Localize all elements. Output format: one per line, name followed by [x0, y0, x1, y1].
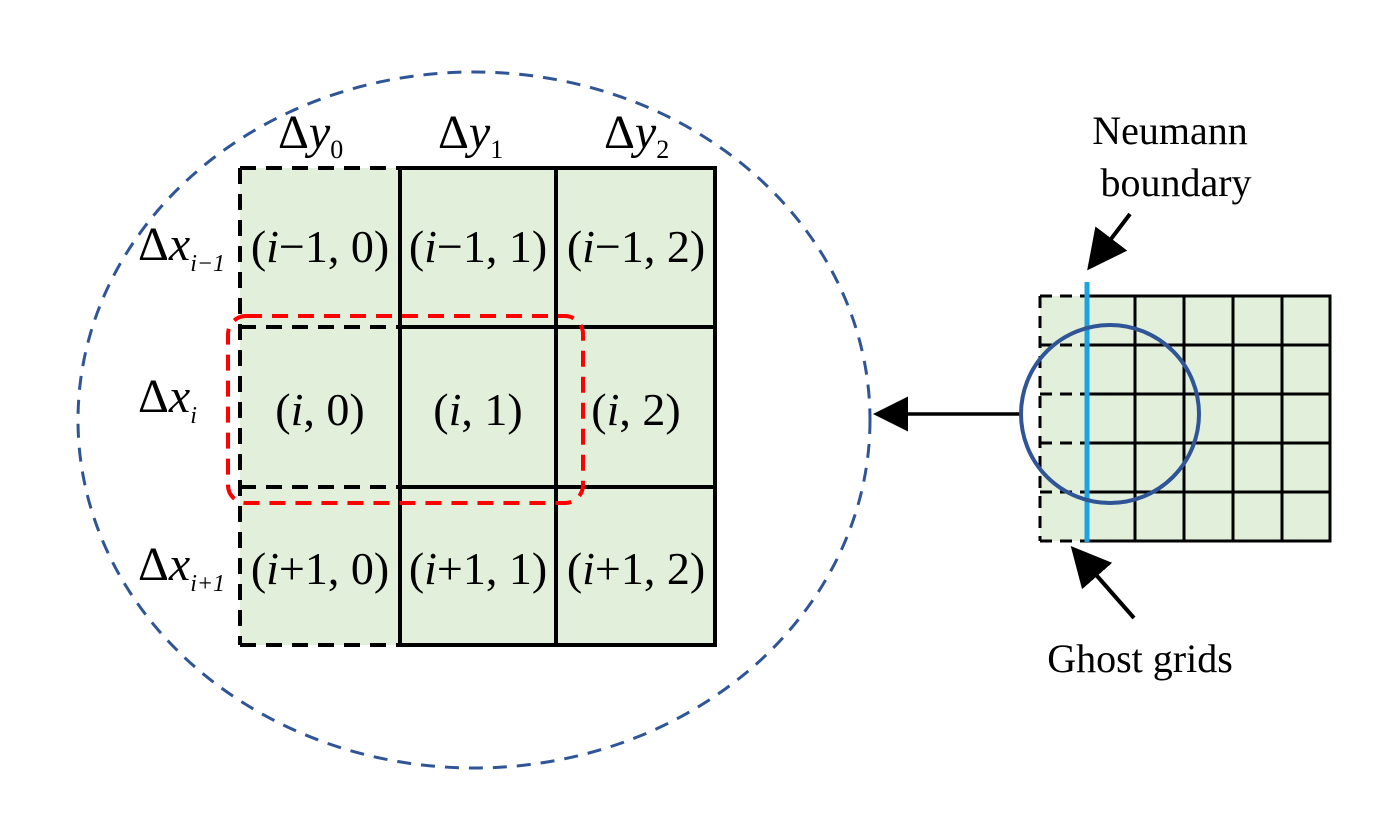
zoom-grid [238, 166, 717, 647]
column-header-dy0: Δy0 [278, 106, 343, 164]
cell-label-r0-c1: (i−1, 1) [409, 221, 547, 272]
cell-label-r0-c0: (i−1, 0) [251, 221, 389, 272]
cell-labels: (i−1, 0) (i−1, 1) (i−1, 2) (i, 0) (i, 1)… [251, 221, 705, 594]
ghost-column-fill [240, 168, 400, 645]
cell-label-r2-c1: (i+1, 1) [409, 543, 547, 594]
cell-label-r1-c0: (i, 0) [275, 384, 364, 435]
cell-label-r2-c0: (i+1, 0) [251, 543, 389, 594]
ghost-arrow [1070, 545, 1136, 620]
cell-label-r0-c2: (i−1, 2) [567, 221, 705, 272]
overview-interior-fill [1087, 296, 1330, 541]
overview-grid [1019, 282, 1332, 543]
neumann-label-line1: Neumann [1092, 108, 1248, 153]
overview-ghost-fill [1040, 296, 1087, 541]
cell-label-r1-c2: (i, 2) [591, 384, 680, 435]
ghost-grids-label: Ghost grids [1047, 636, 1233, 681]
column-headers: Δy0 Δy1 Δy2 [278, 106, 669, 164]
stencil-highlight [226, 314, 585, 505]
row-headers: Δxi−1 Δxi Δxi+1 [138, 218, 225, 597]
zoom-dashed-circle [76, 70, 872, 770]
column-header-dy2: Δy2 [604, 106, 669, 164]
row-header-dx-i-minus-1: Δxi−1 [138, 218, 225, 277]
row-header-dx-i: Δxi [138, 370, 197, 429]
neumann-arrow [1087, 212, 1132, 271]
neumann-label-line2: boundary [1100, 160, 1251, 205]
cell-label-r2-c2: (i+1, 2) [567, 543, 705, 594]
cell-label-r1-c1: (i, 1) [433, 384, 522, 435]
overview-zoom-circle [1019, 323, 1201, 505]
row-header-dx-i-plus-1: Δxi+1 [138, 538, 225, 597]
column-header-dy1: Δy1 [438, 106, 503, 164]
